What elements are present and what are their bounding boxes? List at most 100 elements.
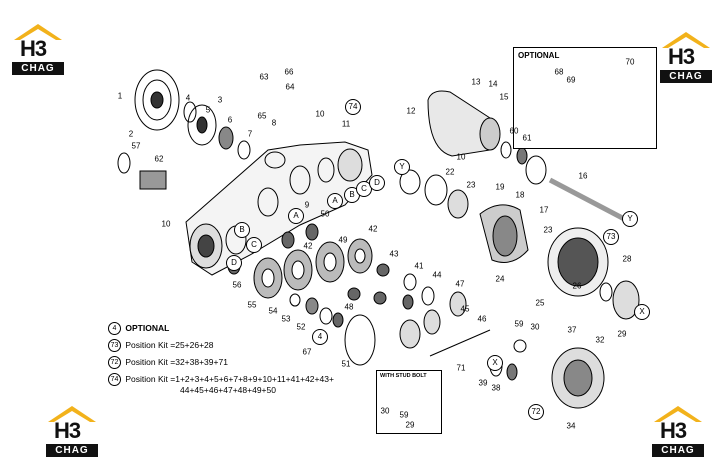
legend-row-kit73: 73 Position Kit =25+26+28 [108, 339, 334, 356]
ref-callout-D: D [369, 175, 385, 191]
part-label: 30 [530, 322, 540, 332]
part-label: 34 [566, 421, 576, 431]
part-label: 39 [478, 378, 488, 388]
part-label: 14 [488, 79, 498, 89]
logo-band-text: CHAG [660, 70, 712, 83]
part-label: 61 [522, 133, 532, 143]
part-label: 62 [154, 154, 164, 164]
legend-circle: 72 [108, 356, 121, 369]
ref-callout-A: A [327, 193, 343, 209]
part-label: 24 [495, 274, 505, 284]
part-ring-57 [117, 152, 131, 174]
logo-mark: H3 [668, 44, 695, 69]
part-label: 59 [514, 319, 524, 329]
legend-text-continued: 44+45+46+47+48+49+50 [180, 385, 276, 395]
disc-51 [344, 314, 376, 366]
part-label: 22 [445, 167, 455, 177]
part-label: 43 [389, 249, 399, 259]
part-label: 64 [285, 82, 295, 92]
part-label: 51 [341, 359, 351, 369]
kit-legend: 4 OPTIONAL 73 Position Kit =25+26+28 72 … [108, 322, 334, 402]
part-label: 17 [539, 205, 549, 215]
part-disc-1 [134, 69, 180, 131]
logo-mark: H3 [54, 418, 81, 443]
legend-row-kit74: 74 Position Kit =1+2+3+4+5+6+7+8+9+10+11… [108, 373, 334, 390]
carrier-28 [612, 280, 640, 320]
ref-callout-B: B [234, 222, 250, 238]
stud-bolt-inset: WITH STUD BOLT 30 59 29 [376, 370, 442, 434]
house-roof-icon [48, 406, 96, 422]
part-label: 10 [161, 219, 171, 229]
kit-callout-73: 73 [603, 229, 619, 245]
part-label: 38 [491, 383, 501, 393]
part-label: 57 [131, 141, 141, 151]
part-label: 13 [471, 77, 481, 87]
part-label: 4 [185, 93, 191, 103]
part-label: 46 [477, 314, 487, 324]
legend-circle: 73 [108, 339, 121, 352]
part-label: 48 [344, 302, 354, 312]
ref-callout-Y: Y [394, 159, 410, 175]
legend-text: Position Kit =1+2+3+4+5+6+7+8+9+10+11+41… [125, 373, 334, 384]
logo-mark: H3 [660, 418, 687, 443]
part-label: 10 [456, 152, 466, 162]
part-label: 32 [595, 335, 605, 345]
brand-logo-bottom-left: H3 CHAG [44, 404, 100, 460]
part-label: 29 [405, 420, 415, 430]
legend-row-optional: 4 OPTIONAL [108, 322, 334, 339]
stud-bolt-inset-title: WITH STUD BOLT [380, 373, 427, 379]
part-label: 70 [625, 57, 635, 67]
part-label: 28 [622, 254, 632, 264]
part-label: 54 [268, 306, 278, 316]
part-label: 49 [338, 235, 348, 245]
part-label: 37 [567, 325, 577, 335]
part-label: 6 [227, 115, 233, 125]
ref-callout-D: D [226, 255, 242, 271]
part-label: 3 [217, 95, 223, 105]
part-label: 60 [509, 126, 519, 136]
part-label: 56 [232, 280, 242, 290]
legend-circle: 4 [108, 322, 121, 335]
part-label: 23 [543, 225, 553, 235]
optional-callout-4: 4 [312, 329, 328, 345]
legend-circle: 74 [108, 373, 121, 386]
part-label: 52 [296, 322, 306, 332]
legend-text: Position Kit =32+38+39+71 [125, 356, 228, 367]
part-label: 50 [320, 209, 330, 219]
part-label: 71 [456, 363, 466, 373]
part-label: 30 [380, 406, 390, 416]
part-label: 55 [247, 300, 257, 310]
part-label: 41 [414, 261, 424, 271]
brand-logo-bottom-right: H3 CHAG [650, 404, 706, 460]
part-label: 8 [271, 118, 277, 128]
house-roof-icon [654, 406, 702, 422]
logo-mark: H3 [20, 36, 47, 61]
part-label: 15 [499, 92, 509, 102]
part-label: 53 [281, 314, 291, 324]
part-label: 18 [515, 190, 525, 200]
logo-band-text: CHAG [46, 444, 98, 457]
part-label: 11 [341, 119, 351, 129]
part-label: 42 [303, 241, 313, 251]
kit-callout-72: 72 [528, 404, 544, 420]
legend-text: OPTIONAL [125, 322, 170, 333]
brand-logo-top-right: H3 CHAG [658, 30, 714, 86]
ref-callout-X: X [487, 355, 503, 371]
part-label: 65 [257, 111, 267, 121]
ref-callout-C: C [246, 237, 262, 253]
part-label: 59 [399, 410, 409, 420]
part-label: 5 [205, 105, 211, 115]
part-label: 45 [460, 304, 470, 314]
part-ring-3 [187, 104, 217, 146]
part-label: 26 [572, 281, 582, 291]
part-label: 9 [304, 200, 310, 210]
part-label: 19 [495, 182, 505, 192]
optional-inset-title: OPTIONAL [518, 51, 560, 60]
part-label: 16 [578, 171, 588, 181]
legend-row-kit72: 72 Position Kit =32+38+39+71 [108, 356, 334, 373]
cone-12 [427, 90, 491, 157]
part-label: 42 [368, 224, 378, 234]
ref-callout-X: X [634, 304, 650, 320]
optional-inset: OPTIONAL 68 69 70 [513, 47, 657, 149]
